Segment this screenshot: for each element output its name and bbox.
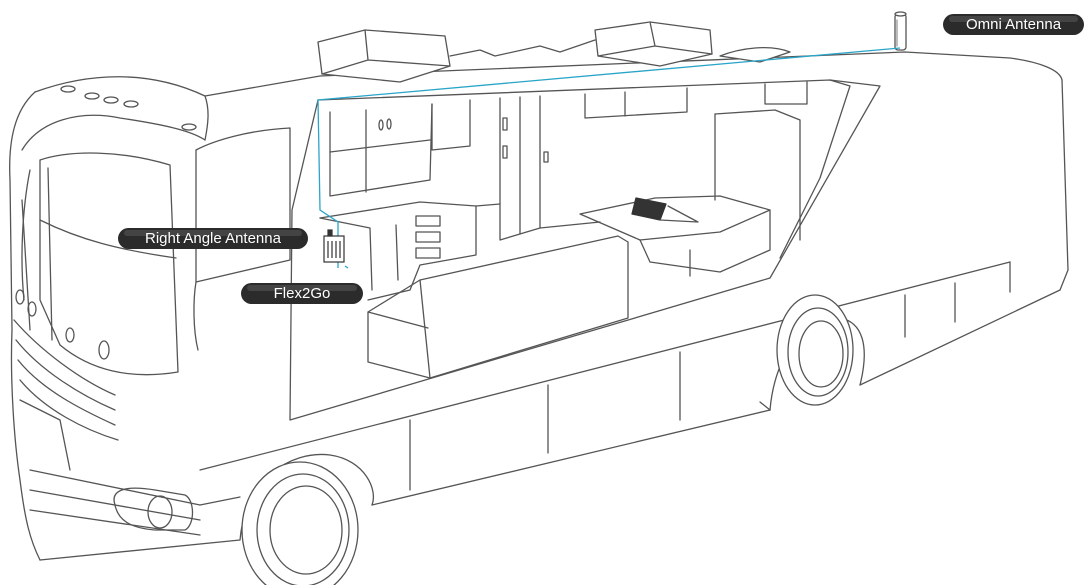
omni-antenna-graphic: [895, 12, 906, 50]
roof-ac-units: [318, 22, 790, 82]
marker-lights: [61, 86, 196, 130]
front-grille: [14, 290, 200, 535]
rear-wheel: [770, 295, 864, 410]
windshield: [22, 153, 178, 375]
rv-body: [10, 52, 1068, 560]
flex2go-label: Flex2Go: [241, 283, 363, 304]
right-angle-antenna-label: Right Angle Antenna: [118, 228, 308, 249]
front-wheel: [240, 454, 373, 585]
flex2go-device: [324, 230, 344, 262]
omni-antenna-label: Omni Antenna: [943, 14, 1084, 35]
